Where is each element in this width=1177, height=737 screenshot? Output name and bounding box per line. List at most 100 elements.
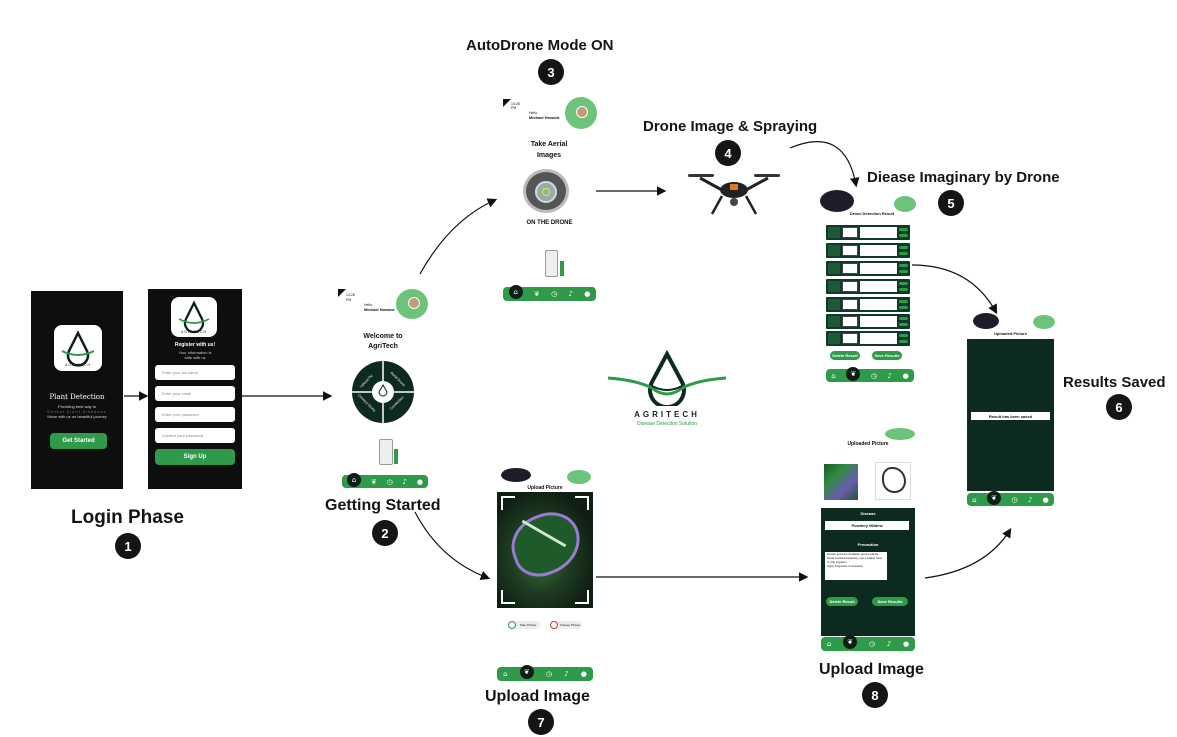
result-row[interactable] [826, 261, 910, 276]
leaf-icon[interactable]: ❦ [533, 290, 540, 298]
save-results-button[interactable]: Save Results [872, 597, 908, 606]
home-icon[interactable]: ⌂ [346, 472, 361, 487]
result-row[interactable] [826, 243, 910, 258]
agritech-center-logo: AGRITECH Disease Detection Solution [606, 349, 728, 430]
drone-power-button[interactable] [523, 169, 569, 213]
bottom-nav: ⌂ ❦ ◷ ♪ ● [497, 665, 593, 681]
step-6-title: Results Saved [1059, 375, 1170, 393]
result-row[interactable] [826, 331, 910, 346]
tagline: Move with us on beautiful journey [47, 414, 107, 419]
detection-screen: Drone Detection Result Delete Result Sav… [820, 190, 916, 384]
feature-wheel: Upload Pic Aerial Drone Connect Drone Co… [352, 361, 414, 423]
header-blob [973, 313, 999, 329]
history-icon[interactable]: ◷ [551, 290, 558, 298]
upload-title: Upload Picture [527, 485, 563, 491]
header-blob [894, 196, 916, 212]
header-blob [885, 428, 915, 440]
step-5-number: 5 [938, 190, 964, 216]
result-row[interactable] [826, 225, 910, 240]
step-1-number: 1 [115, 533, 141, 559]
leaf-icon[interactable]: ❦ [370, 477, 377, 486]
bottom-nav: ⌂ ❦ ◷ ♪ ● [342, 472, 428, 488]
full-name-field[interactable]: Enter your full name [155, 365, 235, 380]
bottom-nav: ⌂ ❦ ◷ ♪ ● [821, 635, 915, 651]
home-icon[interactable]: ⌂ [503, 670, 508, 678]
greeting: Hello, [529, 111, 538, 115]
home-icon[interactable]: ⌂ [972, 495, 977, 504]
email-field[interactable]: Enter your email [155, 386, 235, 401]
step-2-title: Getting Started [321, 498, 445, 517]
choose-picture-button[interactable]: Choose Picture [552, 621, 582, 629]
upload-screen: Upload Picture Take Picture Choose Pictu… [497, 468, 593, 682]
home-icon[interactable]: ⌂ [826, 640, 832, 648]
clock-ampm: PM [511, 106, 517, 110]
leaf-icon[interactable]: ❦ [519, 665, 534, 679]
delete-result-button[interactable]: Delete Result [826, 597, 858, 606]
leaf-icon[interactable]: ❦ [846, 366, 861, 381]
avatar[interactable] [408, 297, 420, 309]
welcome-heading: Welcome to AgriTech [363, 333, 403, 350]
step-7-number: 7 [528, 709, 554, 735]
arrow-drone-to-detection [789, 141, 860, 188]
profile-icon[interactable]: ● [584, 290, 591, 298]
step-4-title: Drone Image & Spraying [639, 119, 822, 137]
profile-icon[interactable]: ● [580, 670, 587, 678]
bell-icon[interactable]: ♪ [887, 371, 892, 380]
tagline: Detect plant diseases [47, 409, 107, 414]
bell-icon[interactable]: ♪ [568, 290, 573, 298]
app-name: Plant Detection [49, 393, 105, 401]
password-field[interactable]: Enter your password [155, 407, 235, 422]
home-icon[interactable]: ⌂ [831, 371, 836, 380]
result-row[interactable] [826, 279, 910, 294]
drone-heading: Take Aerial Images [530, 141, 568, 159]
disease-label: Disease [860, 511, 876, 516]
profile-icon[interactable]: ● [1042, 495, 1049, 504]
step-2-number: 2 [372, 520, 398, 546]
arrow-detection-to-saved [911, 264, 998, 315]
register-subheading: Your information is [178, 350, 212, 355]
profile-icon[interactable]: ● [902, 371, 909, 380]
history-icon[interactable]: ◷ [545, 670, 552, 678]
user-name: Michael Howard [364, 307, 395, 312]
step-3-number: 3 [538, 59, 564, 85]
history-icon[interactable]: ◷ [870, 371, 877, 380]
result-row[interactable] [826, 297, 910, 312]
history-icon[interactable]: ◷ [868, 640, 875, 648]
history-icon[interactable]: ◷ [386, 477, 393, 486]
profile-icon[interactable]: ● [416, 477, 423, 486]
person-illustration-icon [394, 449, 398, 464]
leaf-icon[interactable]: ❦ [843, 635, 858, 649]
camera-icon [508, 621, 516, 629]
home-screen: 13:28 PM Hello, Michael Howard Welcome t… [338, 289, 428, 489]
user-name: Michael Howard [529, 115, 560, 120]
login-screen: AGRITECH Plant Detection Providing best … [31, 291, 123, 489]
step-1-title: Login Phase [67, 508, 188, 530]
saved-panel: Result has been saved [967, 339, 1054, 491]
profile-icon[interactable]: ● [902, 640, 910, 648]
bell-icon[interactable]: ♪ [1027, 495, 1033, 504]
logo-subtitle: Disease Detection Solution [636, 421, 698, 427]
sign-up-button[interactable]: Sign Up [155, 449, 235, 465]
bell-icon[interactable]: ♪ [564, 670, 569, 678]
disease-value: Powdery Mildew [825, 521, 909, 530]
leaf-icon[interactable]: ❦ [986, 490, 1001, 505]
step-8-title: Upload Image [815, 662, 928, 681]
confirm-password-field[interactable]: Confirm your password [155, 428, 235, 443]
delete-result-button[interactable]: Delete Result [830, 351, 860, 360]
leaf-outline-image [875, 462, 911, 500]
result-row[interactable] [826, 314, 910, 329]
precaution-item: Apply fungicides if necessary. [827, 563, 864, 568]
arrow-home-to-drone [419, 198, 498, 275]
corner-decoration [338, 289, 346, 297]
result-panel: Disease Powdery Mildew Precaution Ensure… [821, 508, 915, 636]
save-results-button[interactable]: Save Results [872, 351, 902, 360]
take-picture-button[interactable]: Take Picture [510, 621, 540, 629]
bell-icon[interactable]: ♪ [402, 477, 408, 486]
history-icon[interactable]: ◷ [1011, 495, 1018, 504]
agritech-logo-icon [61, 330, 95, 367]
home-icon[interactable]: ⌂ [508, 285, 523, 299]
header-blob [820, 190, 854, 212]
bell-icon[interactable]: ♪ [886, 640, 892, 648]
avatar[interactable] [576, 106, 588, 118]
get-started-button[interactable]: Get Started [50, 433, 107, 449]
